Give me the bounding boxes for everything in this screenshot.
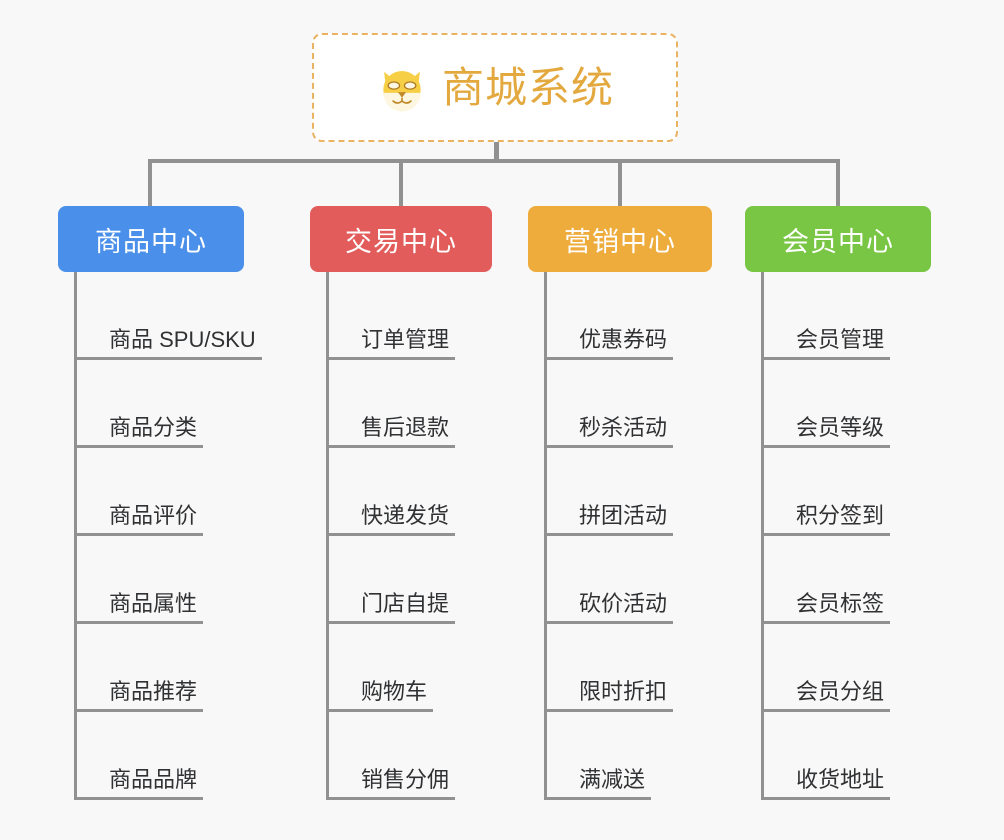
leaf-label: 积分签到: [764, 503, 891, 536]
list-item[interactable]: 拼团活动: [547, 448, 712, 536]
leaf-label: 商品推荐: [77, 679, 204, 712]
leaf-list-member-center: 会员管理 会员等级 积分签到 会员标签 会员分组 收货地址: [761, 272, 931, 800]
category-header-product-center[interactable]: 商品中心: [58, 206, 244, 272]
leaf-label: 限时折扣: [547, 679, 674, 712]
leaf-label: 购物车: [329, 679, 434, 712]
leaf-label: 砍价活动: [547, 591, 674, 624]
list-item[interactable]: 满减送: [547, 712, 712, 800]
list-item[interactable]: 秒杀活动: [547, 360, 712, 448]
list-item[interactable]: 砍价活动: [547, 536, 712, 624]
list-item[interactable]: 门店自提: [329, 536, 492, 624]
connector-horizontal-bus: [148, 159, 840, 163]
leaf-label: 商品属性: [77, 591, 204, 624]
list-item[interactable]: 收货地址: [764, 712, 931, 800]
list-item[interactable]: 会员管理: [764, 272, 931, 360]
branch-marketing-center: 营销中心 优惠券码 秒杀活动 拼团活动 砍价活动 限时折扣 满减送: [528, 206, 712, 800]
leaf-label: 商品分类: [77, 415, 204, 448]
leaf-label: 商品 SPU/SKU: [77, 327, 262, 360]
connector-drop-member-center: [836, 159, 840, 206]
list-item[interactable]: 会员等级: [764, 360, 931, 448]
list-item[interactable]: 限时折扣: [547, 624, 712, 712]
leaf-label: 会员管理: [764, 327, 891, 360]
leaf-list-marketing-center: 优惠券码 秒杀活动 拼团活动 砍价活动 限时折扣 满减送: [544, 272, 712, 800]
list-item[interactable]: 快递发货: [329, 448, 492, 536]
list-item[interactable]: 售后退款: [329, 360, 492, 448]
category-title: 会员中心: [782, 226, 894, 257]
list-item[interactable]: 商品属性: [77, 536, 244, 624]
leaf-label: 满减送: [547, 767, 652, 800]
list-item[interactable]: 商品品牌: [77, 712, 244, 800]
list-item[interactable]: 销售分佣: [329, 712, 492, 800]
leaf-label: 拼团活动: [547, 503, 674, 536]
leaf-label: 门店自提: [329, 591, 456, 624]
root-title: 商城系统: [441, 63, 614, 111]
list-item[interactable]: 商品推荐: [77, 624, 244, 712]
leaf-label: 商品品牌: [77, 767, 204, 800]
list-item[interactable]: 商品分类: [77, 360, 244, 448]
connector-drop-product-center: [148, 159, 152, 206]
branch-product-center: 商品中心 商品 SPU/SKU 商品分类 商品评价 商品属性 商品推荐 商品品牌: [58, 206, 262, 800]
leaf-list-trade-center: 订单管理 售后退款 快递发货 门店自提 购物车 销售分佣: [326, 272, 492, 800]
connector-drop-trade-center: [399, 159, 403, 206]
root-node-mall-system[interactable]: 商城系统: [312, 33, 678, 142]
list-item[interactable]: 会员标签: [764, 536, 931, 624]
leaf-label: 商品评价: [77, 503, 204, 536]
category-header-marketing-center[interactable]: 营销中心: [528, 206, 712, 272]
list-item[interactable]: 商品评价: [77, 448, 244, 536]
leaf-list-product-center: 商品 SPU/SKU 商品分类 商品评价 商品属性 商品推荐 商品品牌: [74, 272, 262, 800]
leaf-label: 优惠券码: [547, 327, 674, 360]
leaf-label: 会员分组: [764, 679, 891, 712]
category-title: 商品中心: [95, 226, 207, 257]
branch-trade-center: 交易中心 订单管理 售后退款 快递发货 门店自提 购物车 销售分佣: [310, 206, 492, 800]
leaf-label: 秒杀活动: [547, 415, 674, 448]
leaf-label: 会员标签: [764, 591, 891, 624]
list-item[interactable]: 订单管理: [329, 272, 492, 360]
shiba-dog-face-icon: [383, 70, 421, 112]
leaf-label: 快递发货: [329, 503, 456, 536]
list-item[interactable]: 购物车: [329, 624, 492, 712]
leaf-label: 会员等级: [764, 415, 891, 448]
leaf-label: 收货地址: [764, 767, 891, 800]
category-title: 交易中心: [345, 226, 457, 257]
list-item[interactable]: 商品 SPU/SKU: [77, 272, 262, 360]
connector-root-stem: [494, 142, 499, 163]
list-item[interactable]: 积分签到: [764, 448, 931, 536]
connector-drop-marketing-center: [618, 159, 622, 206]
leaf-label: 销售分佣: [329, 767, 456, 800]
category-header-member-center[interactable]: 会员中心: [745, 206, 931, 272]
list-item[interactable]: 会员分组: [764, 624, 931, 712]
branch-member-center: 会员中心 会员管理 会员等级 积分签到 会员标签 会员分组 收货地址: [745, 206, 931, 800]
list-item[interactable]: 优惠券码: [547, 272, 712, 360]
category-header-trade-center[interactable]: 交易中心: [310, 206, 492, 272]
leaf-label: 订单管理: [329, 327, 456, 360]
category-title: 营销中心: [564, 226, 676, 257]
leaf-label: 售后退款: [329, 415, 456, 448]
